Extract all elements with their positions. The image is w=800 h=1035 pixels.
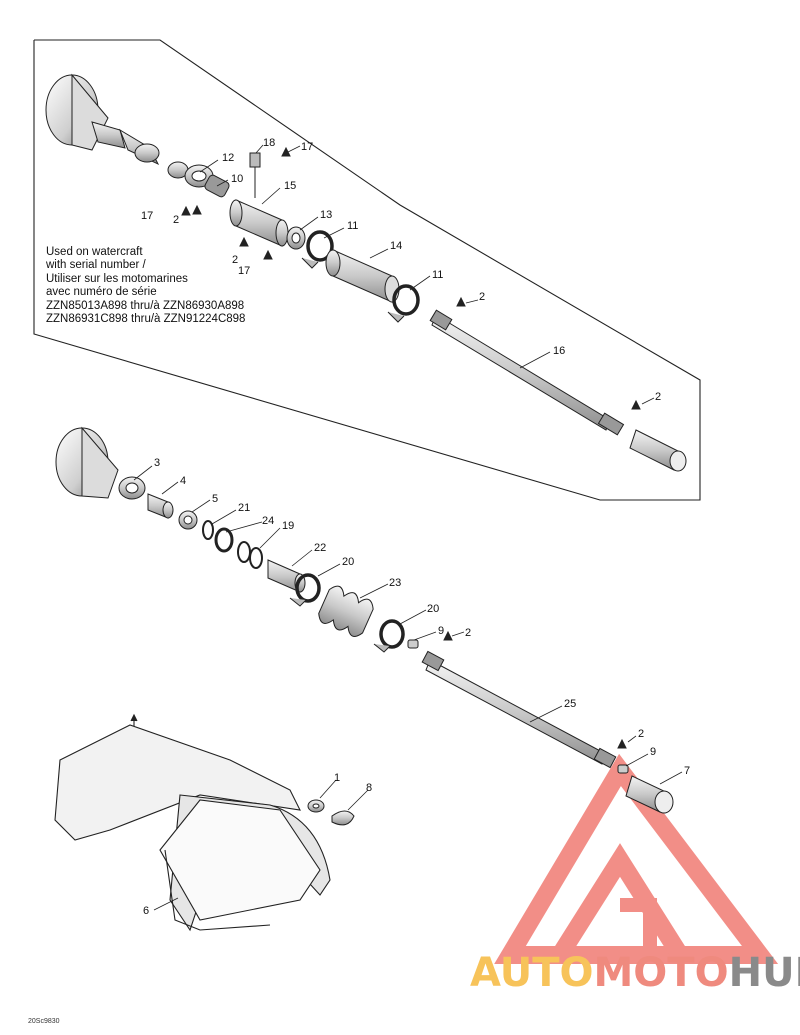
watermark-logo: [494, 753, 779, 964]
callout-2: 2: [232, 254, 238, 266]
callout-17: 17: [301, 141, 313, 153]
watermark-hub: HUB: [728, 950, 800, 996]
callout-17: 17: [238, 265, 250, 277]
callout-2: 2: [655, 391, 661, 403]
note-line: avec numéro de série: [46, 286, 157, 299]
callout-9: 9: [650, 746, 656, 758]
callout-5: 5: [212, 493, 218, 505]
note-line: ZZN85013A898 thru/à ZZN86930A898: [46, 299, 245, 312]
note-line: with serial number /: [46, 259, 146, 272]
callout-3: 3: [154, 457, 160, 469]
callout-2: 2: [638, 728, 644, 740]
watermark-moto: MOTO: [593, 950, 729, 996]
callout-17: 17: [141, 210, 153, 222]
callout-12: 12: [222, 152, 234, 164]
callout-16: 16: [553, 345, 565, 357]
callout-19: 19: [282, 520, 294, 532]
note-line: ZZN86931C898 thru/à ZZN91224C898: [46, 313, 246, 326]
callout-21: 21: [238, 502, 250, 514]
inset-frame: [33, 39, 701, 501]
callout-24: 24: [262, 515, 274, 527]
note-line: Utiliser sur les motomarines: [46, 272, 188, 285]
callout-18: 18: [263, 137, 275, 149]
callout-8: 8: [366, 782, 372, 794]
watermark-auto: AUTO: [470, 950, 594, 996]
callout-23: 23: [389, 577, 401, 589]
leader-lines: [133, 144, 683, 911]
callout-14: 14: [390, 240, 402, 252]
callout-6: 6: [143, 905, 149, 917]
callout-13: 13: [320, 209, 332, 221]
callout-25: 25: [564, 698, 576, 710]
callouts: 12 10 15 18 17 17 2 13 11 14 2 17 11 2 1…: [141, 137, 690, 917]
serial-number-note: Used on watercraft with serial number / …: [46, 246, 245, 326]
callout-9: 9: [438, 625, 444, 637]
callout-22: 22: [314, 542, 326, 554]
shaft-guard: [54, 713, 331, 932]
callout-11: 11: [432, 269, 443, 281]
callout-4: 4: [180, 475, 186, 487]
note-line: Used on watercraft: [46, 246, 143, 258]
callout-20: 20: [427, 603, 439, 615]
callout-7: 7: [684, 765, 690, 777]
callout-2: 2: [465, 627, 471, 639]
callout-20: 20: [342, 556, 354, 568]
lower-assembly: [55, 426, 674, 826]
callout-10: 10: [231, 173, 243, 185]
callout-11: 11: [347, 220, 358, 232]
figure-id: 20Sc9830: [28, 1018, 60, 1025]
upper-assembly: [45, 73, 687, 472]
watermark-text: AUTOMOTOHUB: [470, 950, 800, 996]
callout-15: 15: [284, 180, 296, 192]
callout-1: 1: [334, 772, 340, 784]
callout-2: 2: [173, 214, 179, 226]
callout-2: 2: [479, 291, 485, 303]
